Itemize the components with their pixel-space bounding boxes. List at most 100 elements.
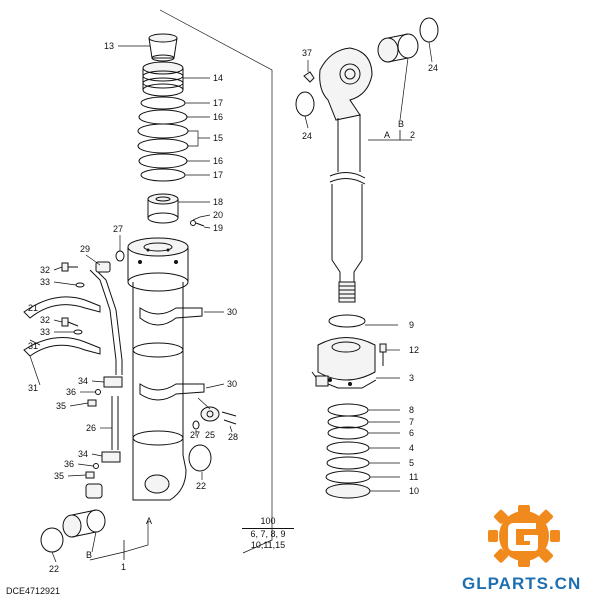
part-12-bolt <box>379 343 387 366</box>
part-19-20-setscrew <box>190 220 205 227</box>
tube-section-mark <box>132 342 184 358</box>
part-35-bolt-a <box>87 399 97 407</box>
callout-3: 3 <box>409 373 414 383</box>
callout-B-left: B <box>86 550 92 560</box>
callout-A-right: A <box>384 130 390 140</box>
hose-line-upper <box>89 269 117 375</box>
callout-36a: 36 <box>66 387 76 397</box>
callout-24b: 24 <box>428 63 438 73</box>
part-28-bolts <box>221 411 237 425</box>
gear-logo-icon <box>488 505 560 567</box>
brand-name: GLPARTS.CN <box>462 574 582 593</box>
seal-kit-reference: 100 6, 7, 8, 9 10,11,15 <box>242 516 294 551</box>
callout-B-right: B <box>398 119 404 129</box>
callout-31b: 31 <box>28 383 38 393</box>
kit-line-2: 10,11,15 <box>250 540 286 550</box>
callout-1: 1 <box>121 562 126 572</box>
callout-10: 10 <box>409 486 419 496</box>
callout-7: 7 <box>409 417 414 427</box>
callout-11: 11 <box>409 472 418 482</box>
callout-21: 21 <box>28 303 38 313</box>
callout-8: 8 <box>409 405 414 415</box>
kit-number: 100 <box>242 516 294 529</box>
callout-14: 14 <box>213 73 223 83</box>
part-24-seal-left <box>295 91 315 117</box>
callout-32a: 32 <box>40 265 50 275</box>
part-9-ring <box>328 314 366 328</box>
part-36-washer-b <box>93 463 99 469</box>
seal-rings-stack <box>137 96 189 182</box>
part-22-seal-right <box>188 444 212 472</box>
callout-30a: 30 <box>227 307 237 317</box>
callout-17b: 17 <box>213 170 223 180</box>
bracket-1 <box>89 540 125 561</box>
callout-6: 6 <box>409 428 414 438</box>
part-2-piston-rod <box>329 114 366 303</box>
kit-line-1: 6, 7, 8, 9 <box>250 529 286 539</box>
part-18-nut <box>147 193 179 224</box>
callout-28: 28 <box>228 432 238 442</box>
part-34-clip-a <box>103 376 123 388</box>
callout-2: 2 <box>410 130 415 140</box>
callout-36b: 36 <box>64 459 74 469</box>
part-31-clamp-lower <box>23 337 101 357</box>
callout-35a: 35 <box>56 401 66 411</box>
callout-19: 19 <box>213 223 223 233</box>
part-34-clip-b <box>101 451 121 463</box>
part-32-bolt-a <box>61 262 78 272</box>
callout-A-left: A <box>146 516 152 526</box>
part-25-flange <box>200 406 220 422</box>
part-27-oring-b <box>192 420 200 430</box>
part-rod-eye <box>319 47 373 121</box>
callout-20: 20 <box>213 210 223 220</box>
callout-34a: 34 <box>78 376 88 386</box>
tube-lower-mark <box>132 430 184 446</box>
hose-line-upper-edge <box>95 269 123 375</box>
cylinder-tube <box>132 282 184 455</box>
part-cylinder-head <box>127 237 189 292</box>
callout-30b: 30 <box>227 379 237 389</box>
part-31-clamp-upper <box>23 296 101 319</box>
callout-27a: 27 <box>113 224 123 234</box>
callout-33b: 33 <box>40 327 50 337</box>
part-37-grease-nipple <box>303 71 315 83</box>
part-21-fitting <box>85 483 103 499</box>
callout-34b: 34 <box>78 449 88 459</box>
seal-stack-right <box>325 403 371 499</box>
callout-31a: 31 <box>28 341 38 351</box>
callout-32b: 32 <box>40 315 50 325</box>
part-30-clamp-lower <box>139 383 205 401</box>
callout-4: 4 <box>409 443 414 453</box>
part-bushing-B-right <box>377 33 419 63</box>
callout-17a: 17 <box>213 98 223 108</box>
part-22-seal-left <box>40 527 64 553</box>
callout-22a: 22 <box>49 564 59 574</box>
callout-12: 12 <box>409 345 419 355</box>
callout-35b: 35 <box>54 471 64 481</box>
callout-16b: 16 <box>213 156 223 166</box>
part-cylinder-bottom <box>132 454 187 501</box>
part-36-washer-a <box>95 389 101 395</box>
callout-26: 26 <box>86 423 96 433</box>
callout-18: 18 <box>213 197 223 207</box>
part-24-seal-right <box>419 17 439 43</box>
part-33-washer-b <box>73 329 83 335</box>
part-33-washer-a <box>75 282 85 288</box>
part-27-oring <box>115 250 125 262</box>
callout-labels: 13 14 17 16 15 16 17 18 20 19 27 29 32 3… <box>28 41 438 574</box>
leader-A-left <box>123 520 149 553</box>
callout-9: 9 <box>409 320 414 330</box>
part-14-piston <box>142 61 184 97</box>
drawing-code: DCE4712921 <box>6 586 61 596</box>
callout-5: 5 <box>409 458 414 468</box>
callout-29: 29 <box>80 244 90 254</box>
callout-33a: 33 <box>40 277 50 287</box>
part-32-bolt-b <box>61 317 79 327</box>
callout-27b: 27 <box>190 430 200 440</box>
bracket-2 <box>368 130 412 141</box>
part-3-gland <box>311 337 377 389</box>
callout-22b: 22 <box>196 481 206 491</box>
leader-lines <box>29 41 433 563</box>
